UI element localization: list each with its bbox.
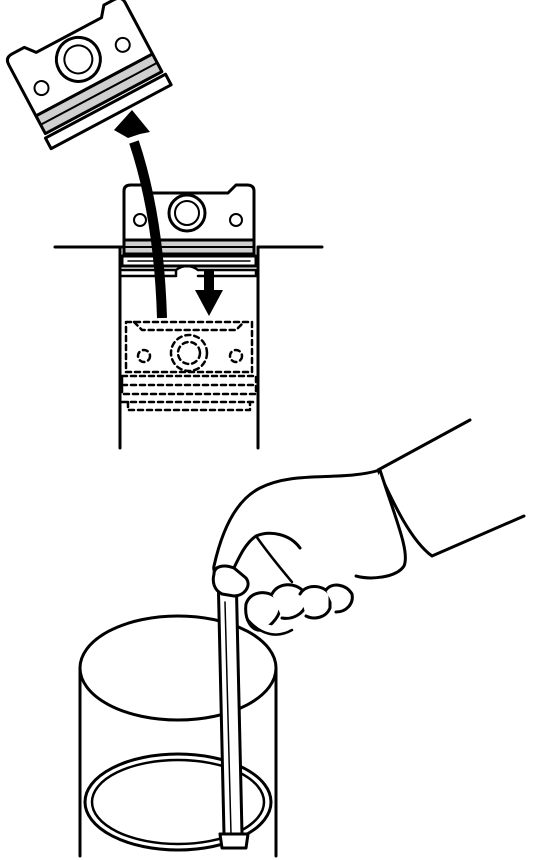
thumb — [211, 564, 250, 598]
feeler-gauge[interactable] — [216, 568, 250, 850]
push-down-arrow — [195, 270, 223, 316]
ring-stop — [120, 264, 258, 278]
cylinder-walls — [78, 666, 278, 858]
finger-1 — [244, 591, 282, 632]
piston-pushed-down-dashed — [120, 320, 258, 412]
top-panel — [5, 0, 324, 450]
piston-at-top — [120, 183, 258, 268]
hand — [211, 418, 526, 636]
bottom-panel — [78, 418, 526, 858]
cylinder-top-rim — [78, 614, 278, 722]
removed-piston — [5, 0, 173, 151]
cylinder-bore-walls — [118, 245, 260, 450]
finger-4 — [324, 583, 354, 614]
finger-3 — [298, 585, 332, 620]
removal-arrow — [114, 110, 167, 319]
piston-ring — [83, 752, 273, 852]
